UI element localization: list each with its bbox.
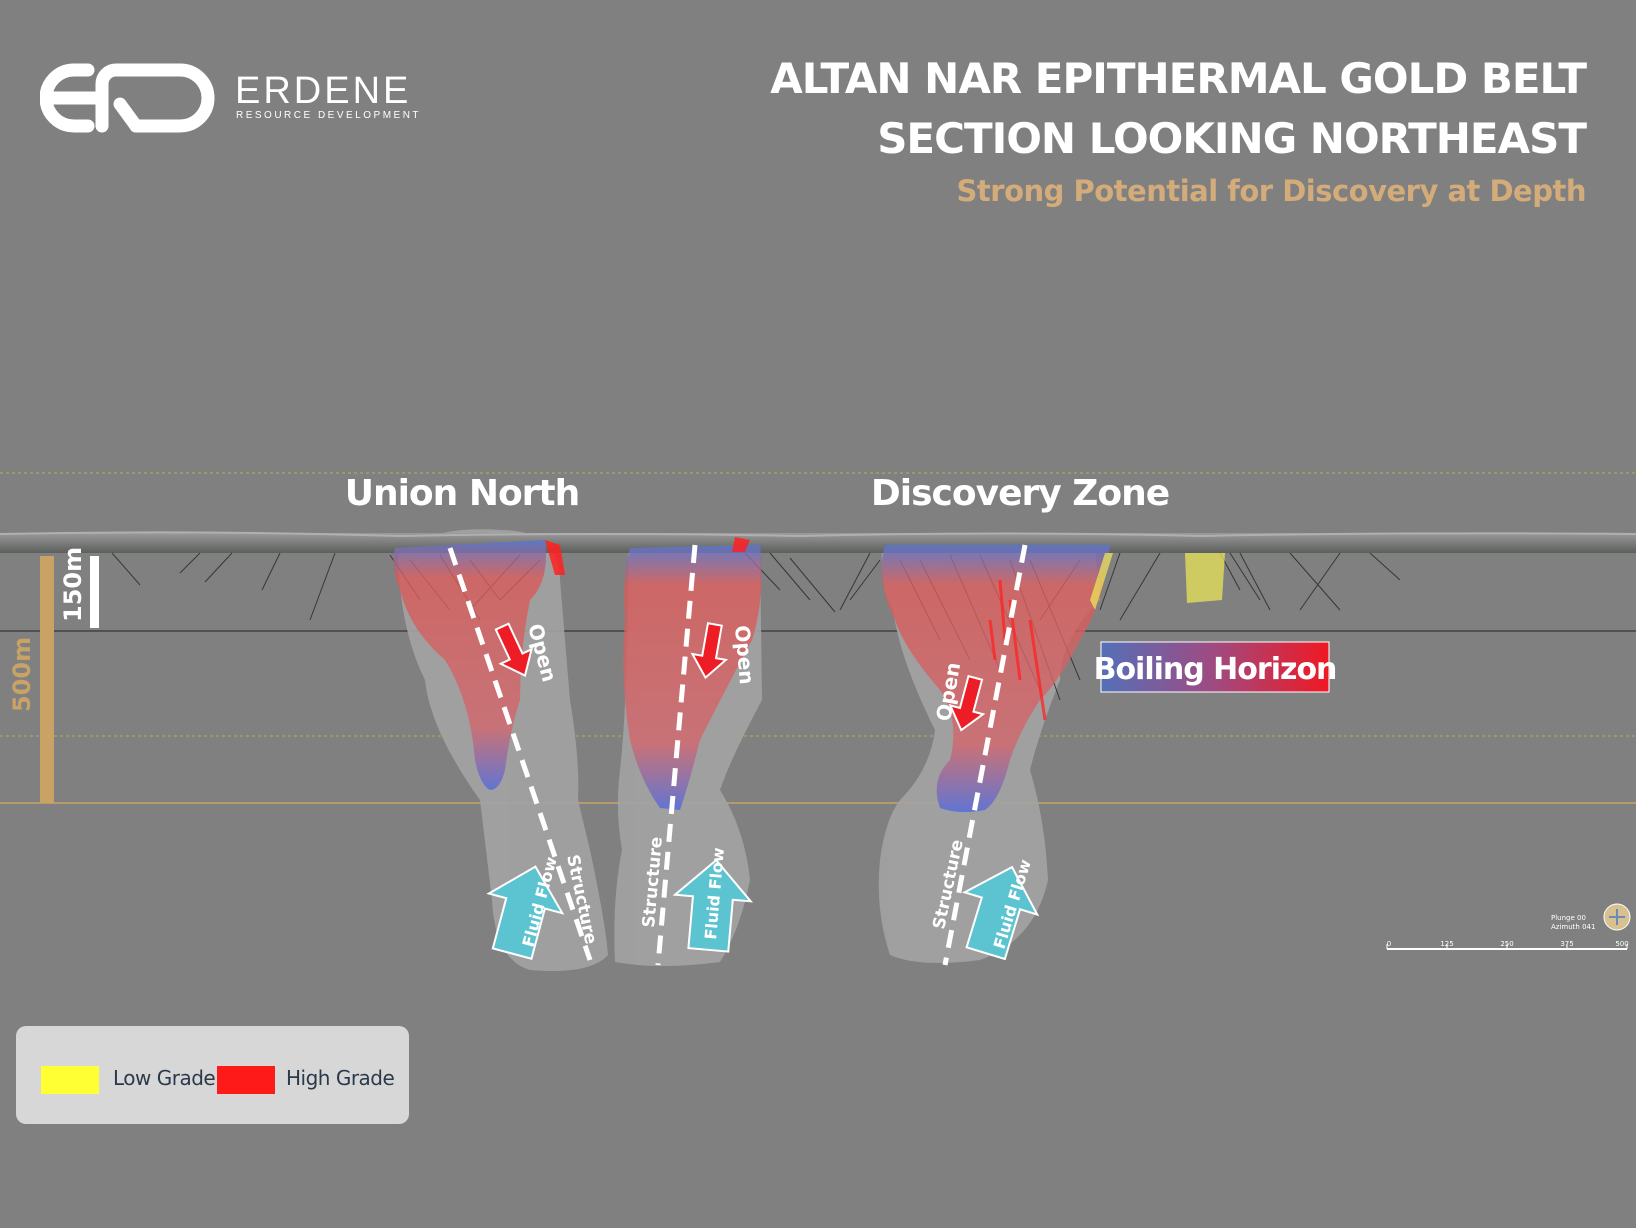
open-arrow-central xyxy=(690,622,729,680)
legend-label-high-grade: High Grade xyxy=(286,1066,395,1090)
open-arrow-discovery xyxy=(948,674,986,732)
structure-lines xyxy=(447,544,1028,966)
fluid-flow-arrow-discovery xyxy=(961,865,1040,961)
boiling-horizon-box xyxy=(1100,641,1330,693)
subtitle: Strong Potential for Discovery at Depth xyxy=(956,174,1587,208)
scale-bar-150m xyxy=(90,556,99,628)
zone-label-union-north: Union North xyxy=(345,473,580,514)
scale-tick-500: 500 xyxy=(1615,940,1628,948)
legend-label-low-grade: Low Grade xyxy=(113,1066,216,1090)
company-tagline: RESOURCE DEVELOPMENT xyxy=(236,110,422,121)
central-orebody xyxy=(623,545,762,810)
low-grade-zones xyxy=(1090,553,1225,610)
legend-swatch-high-grade xyxy=(217,1066,275,1094)
plunge-readout: Plunge 00 xyxy=(1551,914,1586,922)
azimuth-readout: Azimuth 041 xyxy=(1551,923,1595,931)
title-line-2: SECTION LOOKING NORTHEAST xyxy=(877,114,1587,163)
orientation-widget: Plunge 00 Azimuth 041 0 125 250 375 500 xyxy=(1386,903,1631,950)
open-label-central: Open xyxy=(730,624,759,685)
fluid-flow-arrow-central xyxy=(672,858,754,953)
erdene-logo-mark xyxy=(40,63,215,133)
union-north-orebody xyxy=(393,540,546,790)
title-line-1: ALTAN NAR EPITHERMAL GOLD BELT xyxy=(770,54,1587,103)
scale-label-500m: 500m xyxy=(8,637,36,712)
company-name: ERDENE xyxy=(235,70,412,112)
discovery-orebody xyxy=(881,545,1110,813)
legend-swatch-low-grade xyxy=(41,1066,99,1094)
fluid-flow-arrow-union-north xyxy=(486,865,565,960)
scale-tick-0: 0 xyxy=(1387,940,1391,948)
scale-tick-250: 250 xyxy=(1500,940,1513,948)
scale-tick-375: 375 xyxy=(1560,940,1573,948)
scale-label-150m: 150m xyxy=(59,547,87,622)
scale-tick-125: 125 xyxy=(1440,940,1453,948)
zone-label-discovery: Discovery Zone xyxy=(871,473,1169,514)
scale-bar-500m xyxy=(40,556,54,803)
legend: Low Grade High Grade xyxy=(16,1026,409,1124)
boiling-horizon-label: Boiling Horizon xyxy=(1094,652,1337,687)
open-arrow-union-north xyxy=(494,622,533,678)
